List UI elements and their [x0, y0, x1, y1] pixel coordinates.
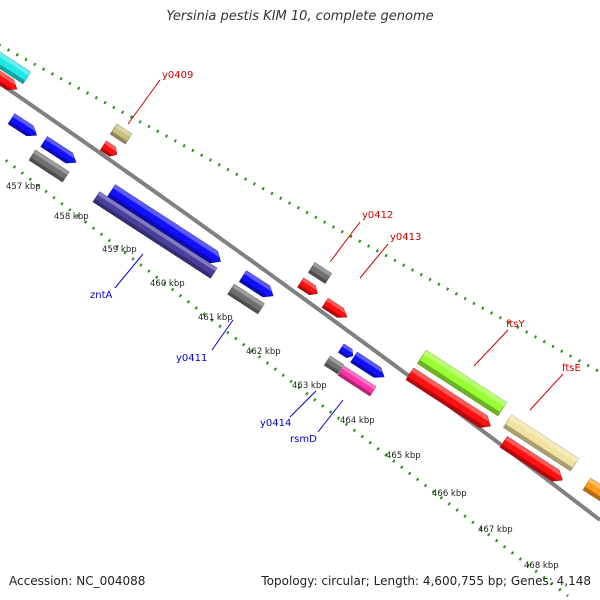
label-y0409-leader: [127, 79, 161, 125]
y0409-red-arrow[interactable]: [99, 140, 119, 159]
kbp-label-6: 462 kbp: [246, 347, 281, 357]
zntA-feature[interactable]: [107, 184, 225, 268]
y0414-blue-feature-2[interactable]: [350, 351, 388, 382]
label-y0413[interactable]: y0413: [390, 232, 421, 243]
ftsY-red-feature[interactable]: [405, 367, 494, 432]
kbp-label-8: 464 kbp: [340, 416, 375, 426]
label-y0411[interactable]: y0411: [176, 353, 207, 364]
kbp-label-12: 468 kbp: [524, 561, 559, 571]
label-y0414[interactable]: y0414: [260, 418, 291, 429]
ftsY-feature[interactable]: [416, 349, 508, 417]
label-rsmD-leader: [317, 399, 344, 433]
topology-summary-text: Topology: circular; Length: 4,600,755 bp…: [261, 574, 591, 588]
y0409-feature[interactable]: [109, 123, 133, 145]
y0412-red-arrow[interactable]: [297, 277, 321, 298]
label-y0414-leader: [289, 390, 317, 418]
label-y0412[interactable]: y0412: [362, 210, 393, 221]
label-ftsE-leader: [529, 373, 564, 411]
tick-track-2: [0, 153, 569, 598]
label-y0413-leader: [359, 243, 389, 279]
ftsE-red-feature[interactable]: [499, 436, 566, 485]
y0411-feature[interactable]: [238, 270, 276, 302]
y0411-gray-feature[interactable]: [227, 283, 265, 315]
y0414-feature[interactable]: [337, 343, 355, 360]
zntA-track-feature[interactable]: [92, 191, 218, 279]
label-ftsE[interactable]: ftsE: [562, 363, 581, 374]
label-y0411-leader: [211, 319, 234, 351]
blue-feature-2[interactable]: [40, 136, 79, 168]
kbp-label-1: 457 kbp: [6, 182, 41, 192]
kbp-label-9: 465 kbp: [386, 451, 421, 461]
y0412-feature[interactable]: [307, 262, 333, 284]
kbp-label-2: 458 kbp: [54, 212, 89, 222]
y0413-feature[interactable]: [321, 297, 350, 321]
label-ftsY-leader: [473, 329, 509, 367]
kbp-label-11: 467 kbp: [478, 525, 513, 535]
label-zntA[interactable]: zntA: [90, 290, 113, 301]
label-ftsY[interactable]: ftsY: [506, 319, 525, 330]
label-y0409[interactable]: y0409: [162, 70, 193, 81]
kbp-label-3: 459 kbp: [102, 245, 137, 255]
rsmD-feature[interactable]: [337, 365, 377, 397]
label-rsmD[interactable]: rsmD: [290, 434, 317, 445]
gray-feature-1[interactable]: [28, 149, 70, 183]
ftsE-feature[interactable]: [502, 414, 580, 472]
red-feature-top-left[interactable]: [0, 69, 20, 94]
label-zntA-leader: [114, 253, 144, 289]
cyan-feature[interactable]: [0, 49, 32, 85]
accession-text: Accession: NC_004088: [9, 574, 146, 588]
blue-feature-1[interactable]: [7, 113, 40, 140]
orange-feature[interactable]: [582, 477, 600, 503]
kbp-label-4: 460 kbp: [150, 279, 185, 289]
label-y0412-leader: [329, 221, 361, 263]
rsmD-gray-feature[interactable]: [323, 355, 345, 375]
kbp-label-7: 463 kbp: [292, 381, 327, 391]
kbp-label-5: 461 kbp: [198, 313, 233, 323]
kbp-label-10: 466 kbp: [432, 489, 467, 499]
map-title: Yersinia pestis KIM 10, complete genome: [166, 9, 434, 24]
